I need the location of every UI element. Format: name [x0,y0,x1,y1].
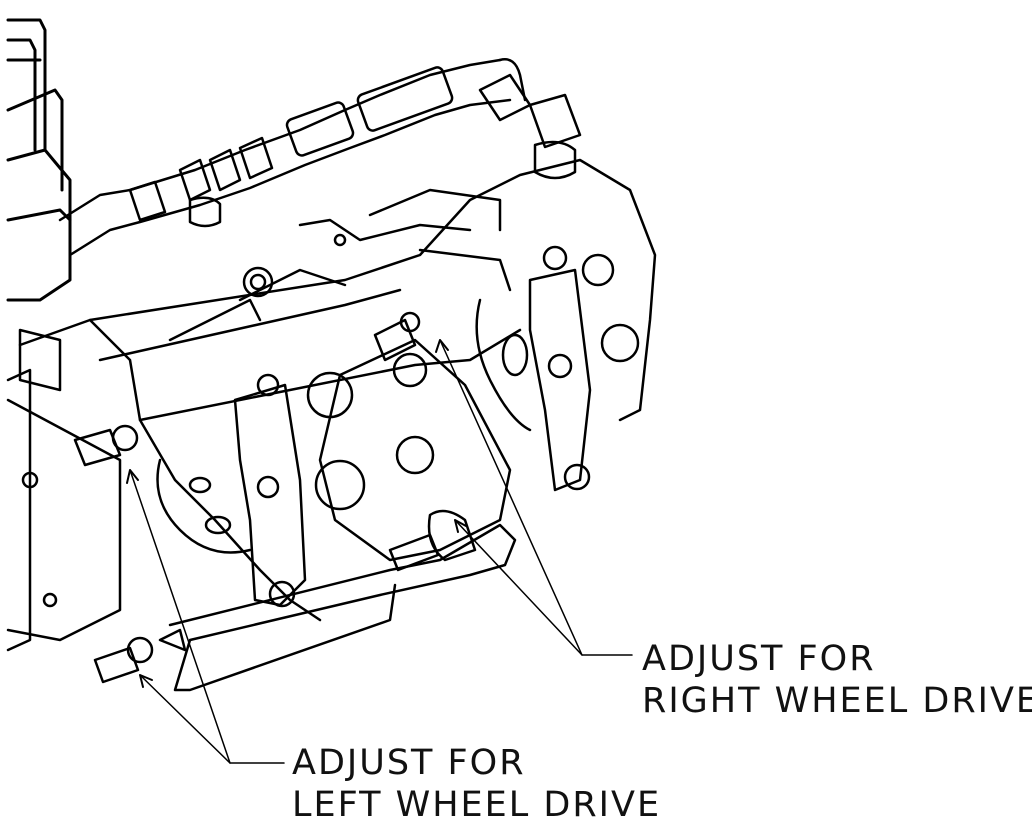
left-callout-leaders [126,469,285,764]
right-callout-line2: RIGHT WHEEL DRIVE [642,681,1032,721]
right-wheel-drive-callout: ADJUST FOR RIGHT WHEEL DRIVE [642,638,1032,722]
right-callout-leaders [435,339,633,656]
wire-cage [6,18,72,302]
hydraulic-tube [58,58,582,257]
left-callout-line1: ADJUST FOR [292,743,526,783]
left-control-plate [156,373,307,608]
right-callout-line1: ADJUST FOR [642,639,876,679]
bottom-bracket [168,509,517,692]
left-housing [6,328,122,652]
pump-housing [18,158,657,622]
left-wheel-drive-callout: ADJUST FOR LEFT WHEEL DRIVE [292,742,661,826]
left-callout-line2: LEFT WHEEL DRIVE [292,785,662,825]
adjustment-bolts [73,424,187,684]
right-control-plate [475,245,640,492]
